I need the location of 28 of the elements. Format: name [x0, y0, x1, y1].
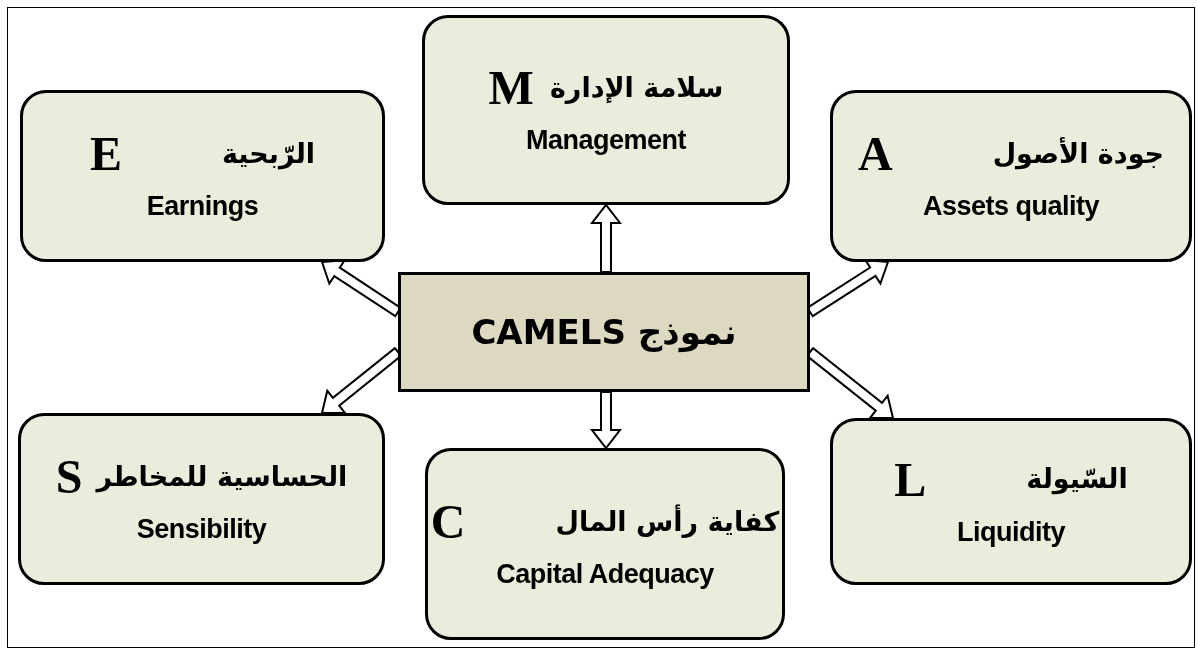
arabic-title: الحساسية للمخاطر	[96, 460, 348, 494]
english-title: Management	[525, 126, 686, 156]
letter-label: A	[857, 130, 893, 179]
arabic-title: كفاية رأس المال	[555, 505, 780, 539]
english-title: Sensibility	[136, 515, 267, 545]
english-title: Liquidity	[957, 517, 1065, 548]
category-box	[18, 413, 385, 585]
arabic-title: الرّبحية	[221, 137, 316, 171]
model-box	[398, 272, 810, 392]
letter-label: S	[55, 453, 83, 502]
english-title: Assets quality	[922, 192, 1100, 222]
arabic-title: السّيولة	[1026, 463, 1128, 496]
letter-label: E	[89, 130, 122, 179]
category-box	[830, 90, 1192, 262]
arabic-title: سلامة الإدارة	[549, 71, 724, 105]
model-title: نموذج CAMELS	[471, 311, 737, 353]
english-title: Capital Adequacy	[496, 560, 714, 590]
letter-label: C	[430, 498, 466, 547]
arrow	[589, 203, 623, 273]
arrow	[589, 391, 623, 450]
category-box	[425, 448, 785, 640]
english-title: Earnings	[146, 192, 259, 222]
letter-label: L	[894, 455, 927, 504]
category-box	[20, 90, 385, 262]
letter-label: M	[488, 64, 534, 113]
category-box	[830, 418, 1192, 585]
category-box	[422, 15, 790, 205]
arabic-title: جودة الأصول	[992, 137, 1165, 171]
